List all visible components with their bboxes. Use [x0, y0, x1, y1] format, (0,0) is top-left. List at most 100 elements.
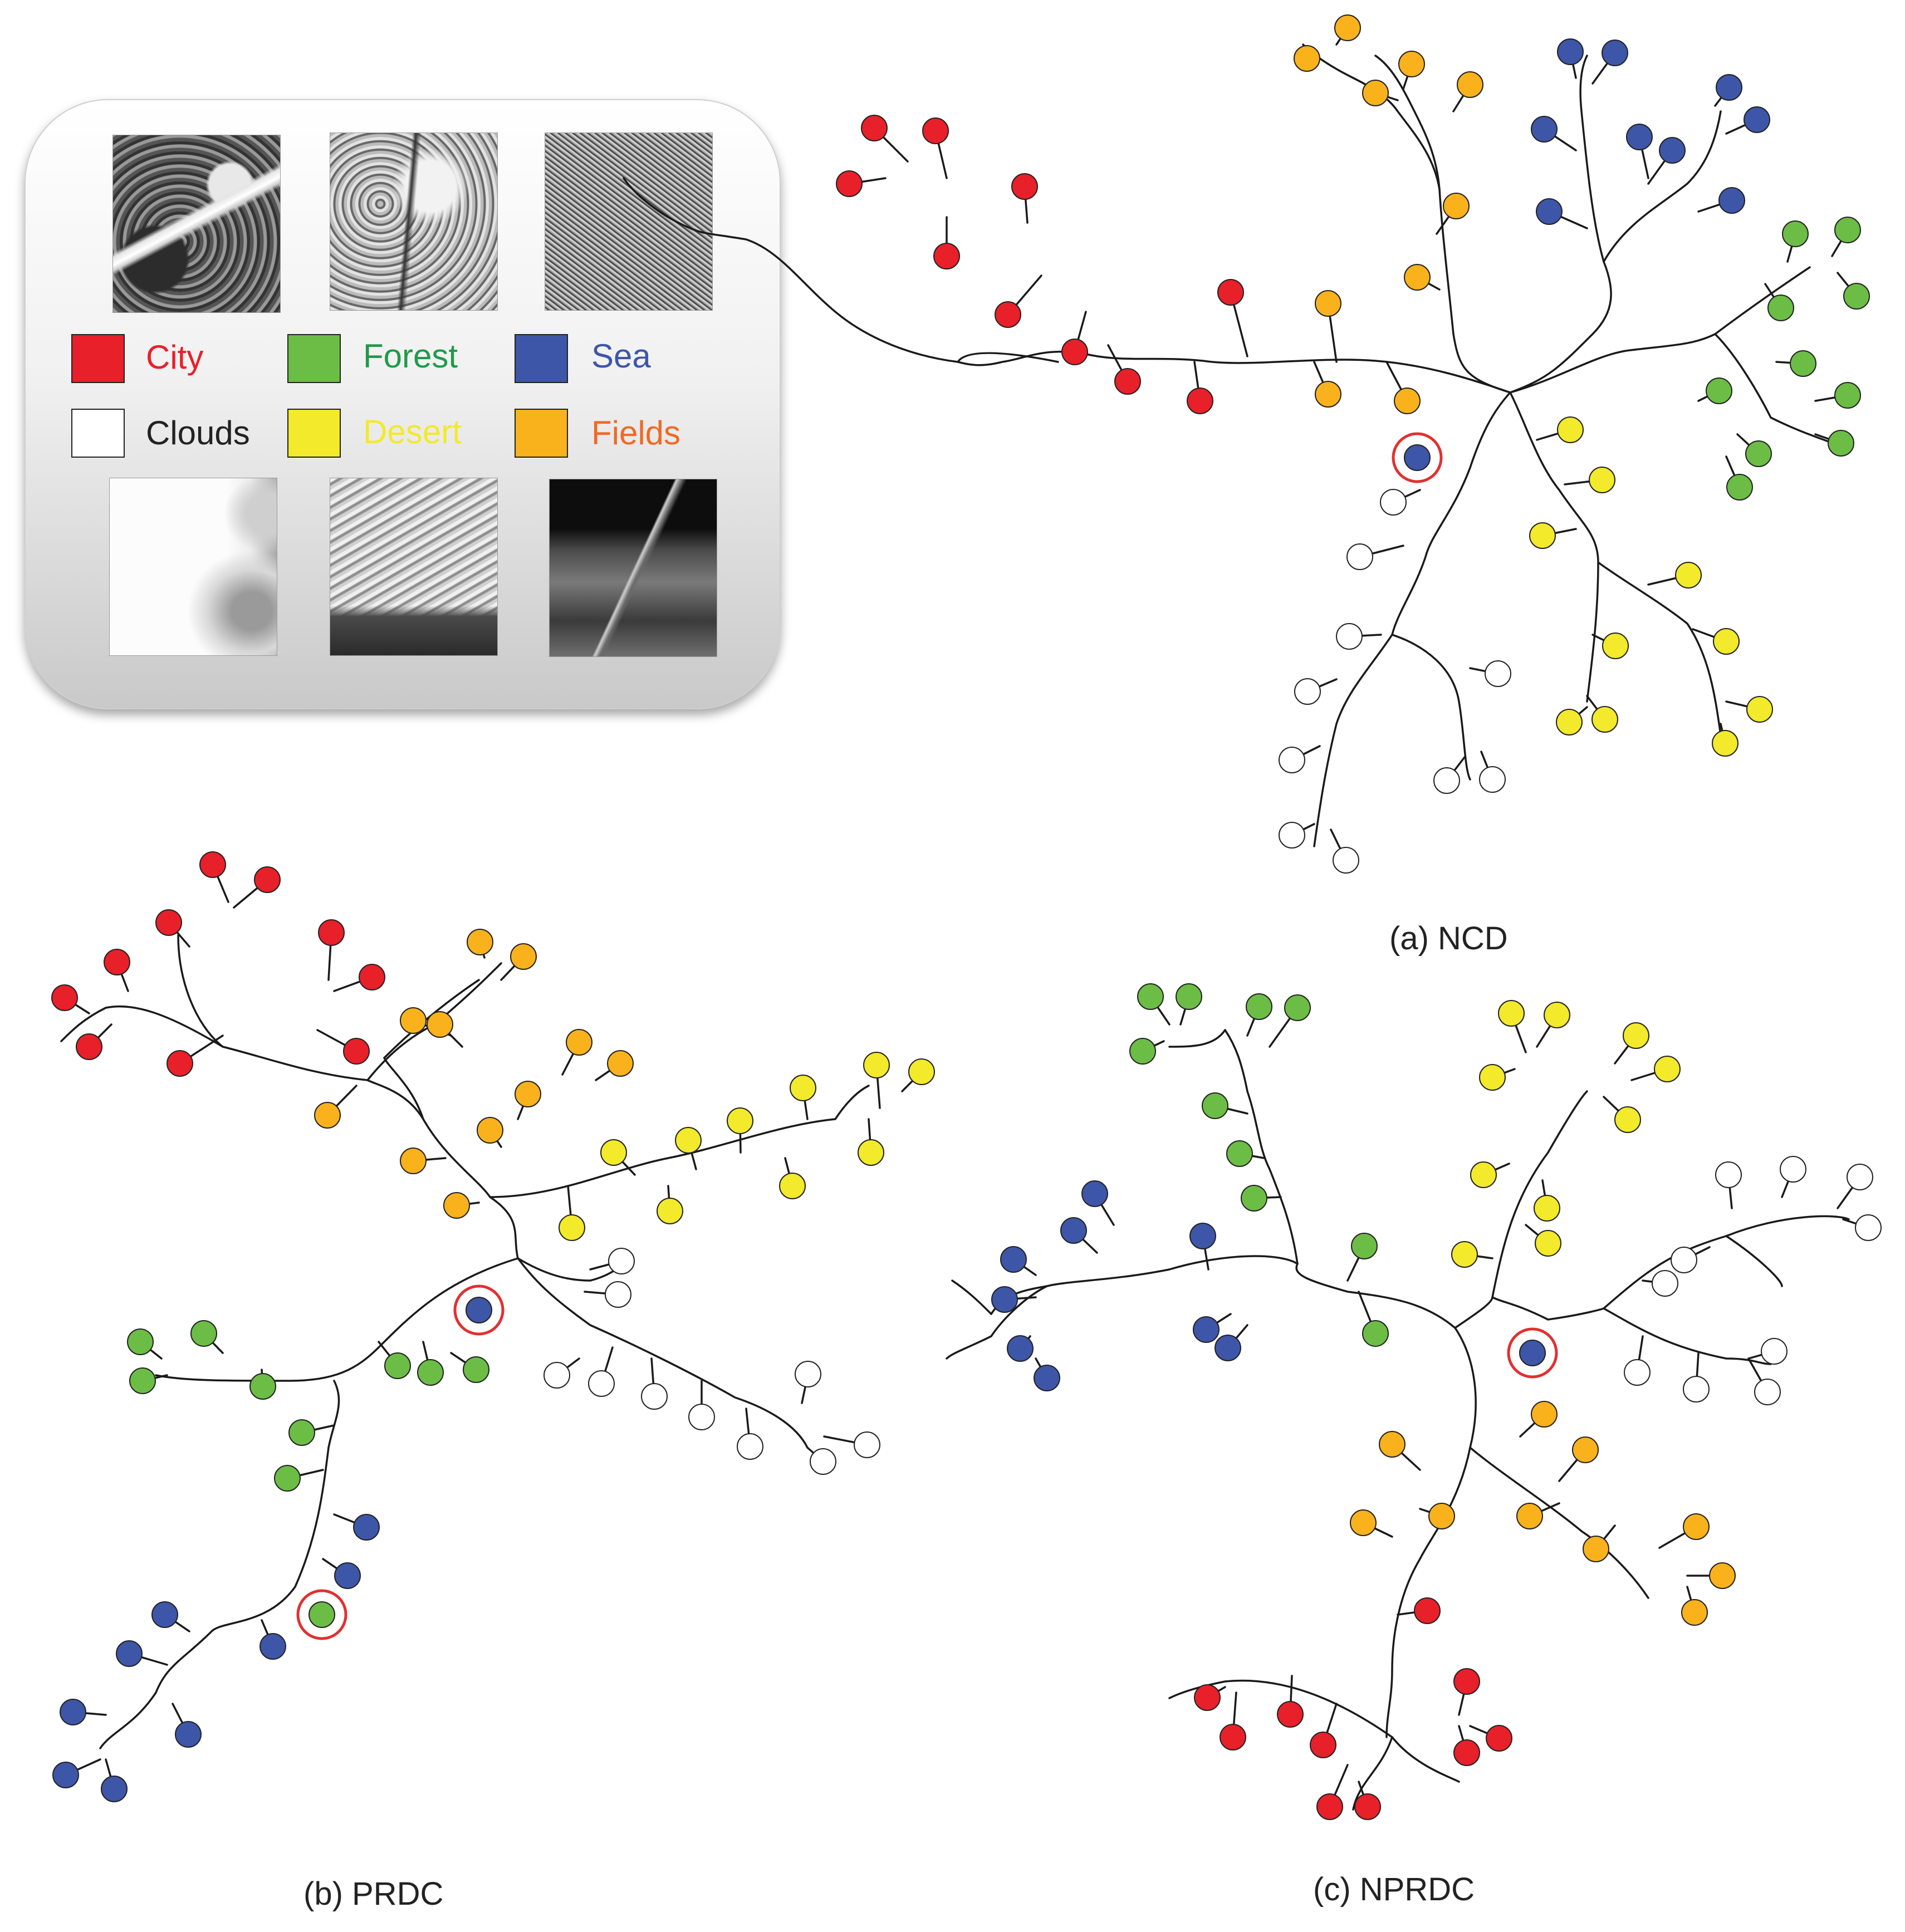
- tree-nprdc-branch: [990, 1255, 1456, 1329]
- tree-prdc-fields-leaf: [477, 1117, 503, 1144]
- tree-ncd-branch: [957, 350, 1511, 394]
- tree-nprdc-sea-leaf: [1215, 1335, 1241, 1361]
- tree-nprdc-clouds-leaf: [1761, 1338, 1788, 1365]
- tree-ncd-forest-leaf: [1834, 217, 1861, 243]
- tree-ncd-desert-leaf: [1746, 696, 1773, 723]
- tree-nprdc-desert-leaf: [1534, 1195, 1560, 1222]
- tree-ncd-desert-leaf: [1591, 706, 1618, 733]
- tree-nprdc-desert-leaf: [1479, 1064, 1506, 1091]
- tree-ncd-fields-leaf: [1457, 71, 1483, 98]
- tree-nprdc-fields-leaf: [1428, 1503, 1455, 1529]
- tree-nprdc-desert-leaf: [1614, 1106, 1641, 1133]
- tree-prdc-desert-leaf: [675, 1127, 702, 1154]
- tree-nprdc-city-leaf: [1220, 1724, 1246, 1750]
- tree-ncd-fields-leaf: [1315, 290, 1341, 317]
- tree-prdc-city-leaf: [254, 866, 281, 893]
- tree-nprdc-branch: [1725, 1235, 1783, 1287]
- tree-ncd-city-leaf: [1011, 173, 1038, 200]
- tree-prdc-branch: [177, 934, 519, 1259]
- tree-prdc-clouds-leaf: [854, 1431, 880, 1458]
- tree-ncd-clouds-leaf: [1279, 822, 1305, 849]
- tree-ncd-fields-leaf: [1443, 193, 1470, 219]
- tree-nprdc-branch: [1603, 1307, 1772, 1365]
- tree-nprdc-branch: [1168, 1029, 1226, 1048]
- tree-prdc-city-leaf: [76, 1033, 102, 1060]
- tree-prdc-clouds-leaf: [641, 1383, 668, 1410]
- tree-nprdc-branch: [1469, 1446, 1649, 1599]
- tree-nprdc-forest-leaf: [1351, 1233, 1378, 1259]
- legend-label-sea: Sea: [591, 337, 651, 375]
- tree-nprdc-forest-leaf: [1362, 1320, 1389, 1347]
- tree-prdc-fields-leaf: [400, 1007, 427, 1034]
- legend-swatch-clouds: [71, 409, 125, 458]
- tree-ncd-city-leaf: [922, 117, 949, 144]
- tree-prdc-desert-leaf: [908, 1058, 935, 1085]
- tree-nprdc-clouds-leaf: [1671, 1247, 1697, 1273]
- tree-nprdc-fields-leaf: [1572, 1436, 1599, 1463]
- forest-sample-image: [330, 133, 498, 311]
- tree-nprdc-city-leaf: [1453, 1739, 1480, 1766]
- tree-nprdc-city-leaf: [1316, 1793, 1343, 1820]
- tree-nprdc-fields-leaf: [1516, 1503, 1543, 1529]
- tree-prdc-city-leaf: [51, 984, 78, 1011]
- tree-nprdc-forest-leaf: [1226, 1140, 1253, 1167]
- tree-ncd-clouds-leaf: [1333, 847, 1359, 874]
- tree-ncd-desert-leaf: [1675, 562, 1702, 589]
- tree-nprdc-city-leaf: [1194, 1684, 1221, 1711]
- tree-nprdc-desert-leaf: [1451, 1241, 1478, 1268]
- tree-prdc-forest-leaf: [463, 1356, 489, 1383]
- tree-prdc-sea-leaf: [52, 1762, 79, 1788]
- tree-ncd-fields-leaf: [1334, 14, 1361, 41]
- tree-ncd-clouds-leaf: [1380, 489, 1407, 516]
- tree-nprdc-branch: [1491, 1215, 1850, 1321]
- highlight-ring-prdc-misclassified-sea: [453, 1284, 505, 1336]
- tree-prdc-desert-leaf: [559, 1214, 585, 1241]
- tree-nprdc-sea-leaf: [991, 1286, 1018, 1313]
- tree-ncd-city-leaf: [836, 170, 863, 197]
- city-sample-image: [112, 135, 281, 313]
- tree-prdc-branch: [99, 1380, 340, 1749]
- tree-prdc-forest-leaf: [308, 1601, 335, 1628]
- tree-prdc-fields-leaf: [467, 929, 493, 955]
- tree-nprdc-city-leaf: [1354, 1793, 1381, 1820]
- tree-ncd-branch: [957, 352, 1059, 363]
- legend-swatch-sea: [515, 334, 568, 383]
- tree-prdc-forest-leaf: [249, 1373, 276, 1400]
- tree-ncd-fields-leaf: [1398, 51, 1425, 77]
- tree-prdc-clouds-leaf: [605, 1281, 631, 1308]
- tree-nprdc-clouds-leaf: [1652, 1270, 1678, 1297]
- tree-ncd-forest-leaf: [1745, 440, 1772, 467]
- tree-ncd-desert-leaf: [1529, 522, 1556, 549]
- tree-ncd-forest-leaf: [1782, 220, 1809, 247]
- tree-nprdc-desert-leaf: [1623, 1022, 1649, 1049]
- tree-prdc-forest-leaf: [384, 1352, 411, 1379]
- tree-prdc-branch: [517, 1257, 809, 1449]
- caption-prdc: (b) PRDC: [303, 1876, 444, 1912]
- tree-prdc-city-leaf: [104, 949, 130, 975]
- tree-nprdc-fields-leaf: [1681, 1599, 1708, 1626]
- tree-ncd-fields-leaf: [1294, 45, 1320, 72]
- tree-nprdc-clouds-leaf: [1624, 1359, 1651, 1386]
- tree-ncd-fields-leaf: [1362, 80, 1389, 106]
- legend-label-clouds: Clouds: [146, 414, 250, 452]
- tree-nprdc-forest-leaf: [1176, 983, 1202, 1010]
- tree-ncd-desert-leaf: [1712, 730, 1739, 757]
- tree-nprdc-clouds-leaf: [1683, 1376, 1710, 1403]
- tree-ncd-sea-leaf: [1718, 187, 1745, 214]
- tree-ncd-branch: [1714, 333, 1839, 447]
- tree-ncd-forest-leaf: [1790, 350, 1816, 377]
- tree-prdc-fields-leaf: [607, 1050, 634, 1077]
- tree-ncd-clouds-leaf: [1485, 660, 1511, 687]
- tree-nprdc-branch: [1385, 1327, 1477, 1738]
- tree-prdc-clouds-leaf: [688, 1404, 715, 1430]
- tree-nprdc-fields-leaf: [1709, 1562, 1736, 1589]
- tree-prdc-sea-leaf: [334, 1562, 361, 1589]
- tree-ncd-desert-leaf: [1589, 467, 1615, 493]
- tree-nprdc-fields-leaf: [1379, 1431, 1406, 1458]
- tree-ncd-clouds-leaf: [1479, 766, 1506, 793]
- tree-nprdc-desert-leaf: [1544, 1002, 1570, 1028]
- tree-nprdc-forest-leaf: [1202, 1092, 1228, 1119]
- tree-ncd-branch: [1509, 55, 1612, 394]
- tree-ncd-forest-leaf: [1834, 382, 1861, 409]
- tree-ncd-fields-leaf: [1315, 381, 1341, 408]
